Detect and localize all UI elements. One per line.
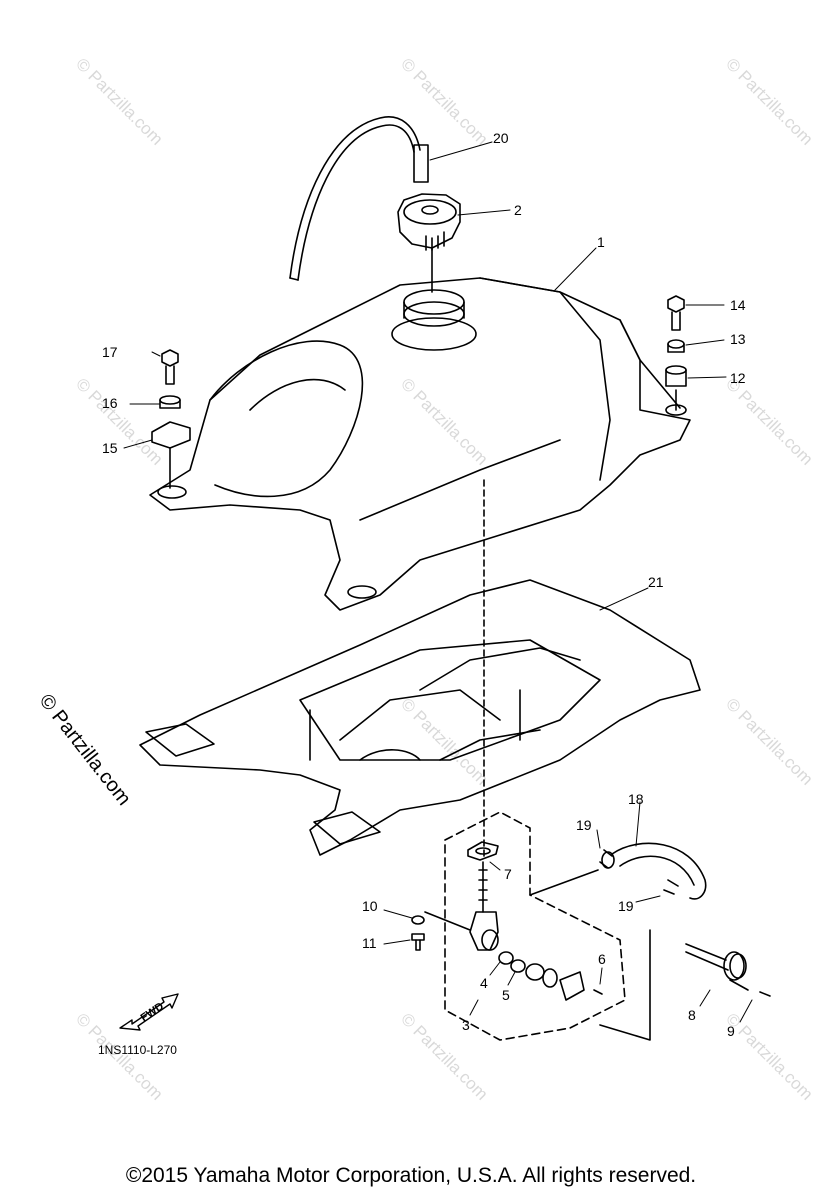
callout-11: 11: [362, 935, 377, 951]
callout-13: 13: [730, 331, 746, 347]
callout-17: 17: [102, 344, 118, 360]
callout-20: 20: [493, 130, 509, 146]
fuel-cock-assembly-boundary: [444, 811, 626, 1041]
callout-19b: 19: [618, 898, 634, 914]
left-mount-hardware: [151, 349, 191, 489]
watermark-tile: © Partzilla.com: [72, 54, 166, 148]
callout-9: 9: [727, 1023, 735, 1039]
right-mount-hardware: [665, 295, 687, 411]
watermark-tile: © Partzilla.com: [397, 1009, 491, 1103]
fuel-lever: [599, 929, 771, 1041]
callout-12: 12: [730, 370, 746, 386]
tank-tray: [139, 579, 701, 856]
watermark-tile: © Partzilla.com: [397, 54, 491, 148]
callout-5: 5: [502, 987, 510, 1003]
fuel-cock: [469, 861, 603, 1001]
callout-2: 2: [514, 202, 522, 218]
fuel-tank: [149, 277, 691, 611]
callout-14: 14: [730, 297, 746, 313]
callout-21: 21: [648, 574, 664, 590]
fuel-hose: [599, 842, 707, 900]
callout-1: 1: [597, 234, 605, 250]
callout-15: 15: [102, 440, 118, 456]
callout-19a: 19: [576, 817, 592, 833]
vent-hose: [289, 116, 429, 281]
watermark-tile: © Partzilla.com: [72, 374, 166, 468]
fuel-cap: [397, 193, 461, 293]
leader-lines: [123, 141, 753, 1023]
callout-6: 6: [598, 951, 606, 967]
callout-7: 7: [504, 866, 512, 882]
watermark-tile: © Partzilla.com: [722, 54, 816, 148]
watermark-tiles: © Partzilla.com © Partzilla.com © Partzi…: [72, 54, 816, 1103]
callout-8: 8: [688, 1007, 696, 1023]
callout-10: 10: [362, 898, 378, 914]
gasket: [467, 841, 499, 861]
watermark-tile: © Partzilla.com: [722, 694, 816, 788]
callout-3: 3: [462, 1017, 470, 1033]
callouts: 1 2 3 4 5 6 7 8 9 10 11 12 13 14 15 16 1…: [102, 130, 746, 1039]
watermark-tile: © Partzilla.com: [722, 1009, 816, 1103]
watermark-tile: © Partzilla.com: [722, 374, 816, 468]
mount-screw: [411, 911, 471, 951]
fwd-arrow-icon: FWD: [119, 993, 179, 1031]
callout-18: 18: [628, 791, 644, 807]
diagram-code: 1NS1110-L270: [98, 1043, 177, 1057]
copyright-notice: ©2015 Yamaha Motor Corporation, U.S.A. A…: [125, 1164, 697, 1187]
callout-4: 4: [480, 975, 488, 991]
callout-16: 16: [102, 395, 118, 411]
watermark-tile: © Partzilla.com: [397, 374, 491, 468]
